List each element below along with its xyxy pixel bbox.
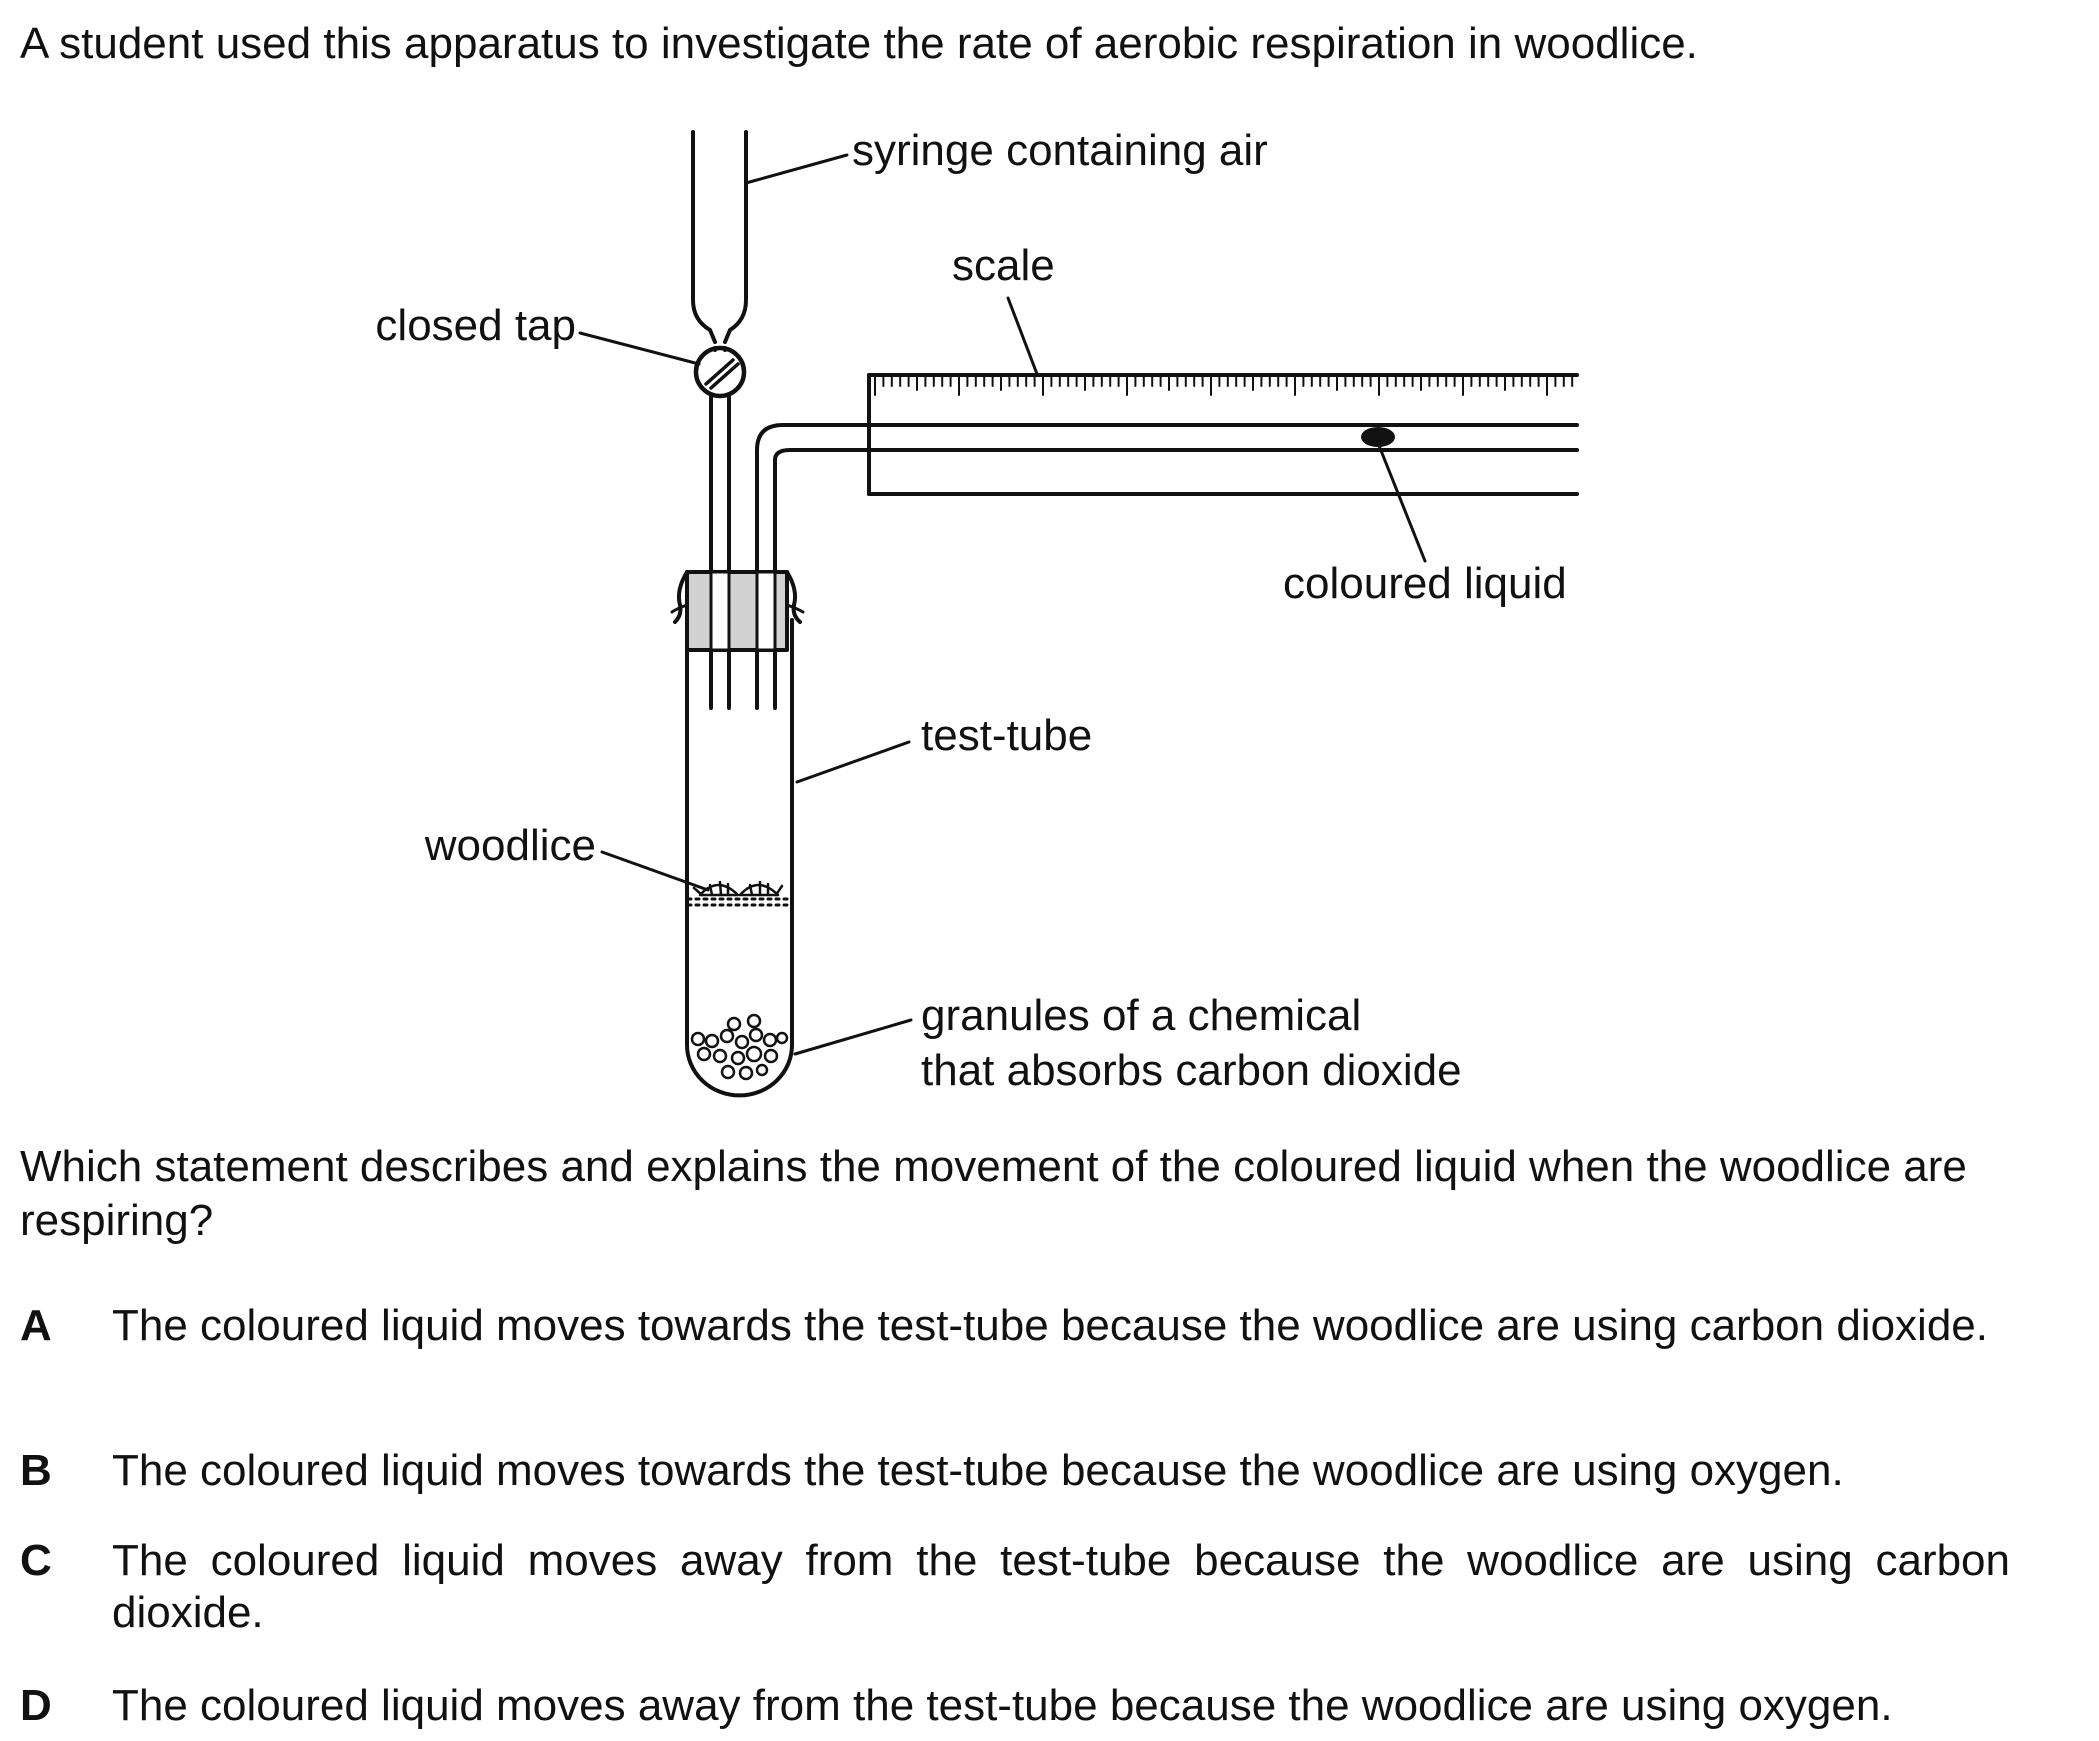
gauze-platform xyxy=(686,897,793,907)
leader-lines xyxy=(578,153,1427,1056)
intro-text: A student used this apparatus to investi… xyxy=(20,19,1698,68)
option-letter: A xyxy=(20,1301,52,1350)
option-letter: C xyxy=(20,1536,52,1585)
granules-drawing xyxy=(690,1013,789,1081)
label-coloured-liquid: coloured liquid xyxy=(1283,559,1567,608)
woodlice-drawing xyxy=(692,880,784,897)
apparatus-diagram: syringe containing air scale closed tap … xyxy=(375,126,1579,1098)
label-granules-line2: that absorbs carbon dioxide xyxy=(921,1046,1462,1095)
scale-ruler xyxy=(867,373,1579,496)
bung xyxy=(670,570,805,652)
option-text: The coloured liquid moves away from the … xyxy=(112,1536,2010,1637)
label-woodlice: woodlice xyxy=(424,821,596,870)
label-syringe: syringe containing air xyxy=(852,126,1268,175)
label-granules-line1: granules of a chemical xyxy=(921,991,1361,1040)
option-b[interactable]: B The coloured liquid moves towards the … xyxy=(20,1445,2010,1497)
option-a[interactable]: A The coloured liquid moves towards the … xyxy=(20,1300,2010,1352)
scale-ticks xyxy=(874,376,1574,396)
option-text: The coloured liquid moves towards the te… xyxy=(112,1301,1988,1350)
coloured-liquid-drop xyxy=(1361,427,1395,447)
option-c[interactable]: C The coloured liquid moves away from th… xyxy=(20,1535,2010,1639)
test-tube xyxy=(685,618,794,1098)
tap-delivery-tube xyxy=(709,394,731,710)
option-text: The coloured liquid moves towards the te… xyxy=(112,1446,1844,1495)
label-test-tube: test-tube xyxy=(921,711,1092,760)
syringe xyxy=(691,130,748,344)
capillary-tube xyxy=(755,423,1579,710)
label-scale: scale xyxy=(952,241,1055,290)
question-text: Which statement describes and explains t… xyxy=(20,1142,1967,1245)
option-text: The coloured liquid moves away from the … xyxy=(112,1681,1893,1730)
option-letter: D xyxy=(20,1681,52,1730)
option-d[interactable]: D The coloured liquid moves away from th… xyxy=(20,1680,2010,1732)
closed-tap xyxy=(693,345,747,399)
label-closed-tap: closed tap xyxy=(375,301,576,350)
option-letter: B xyxy=(20,1446,52,1495)
